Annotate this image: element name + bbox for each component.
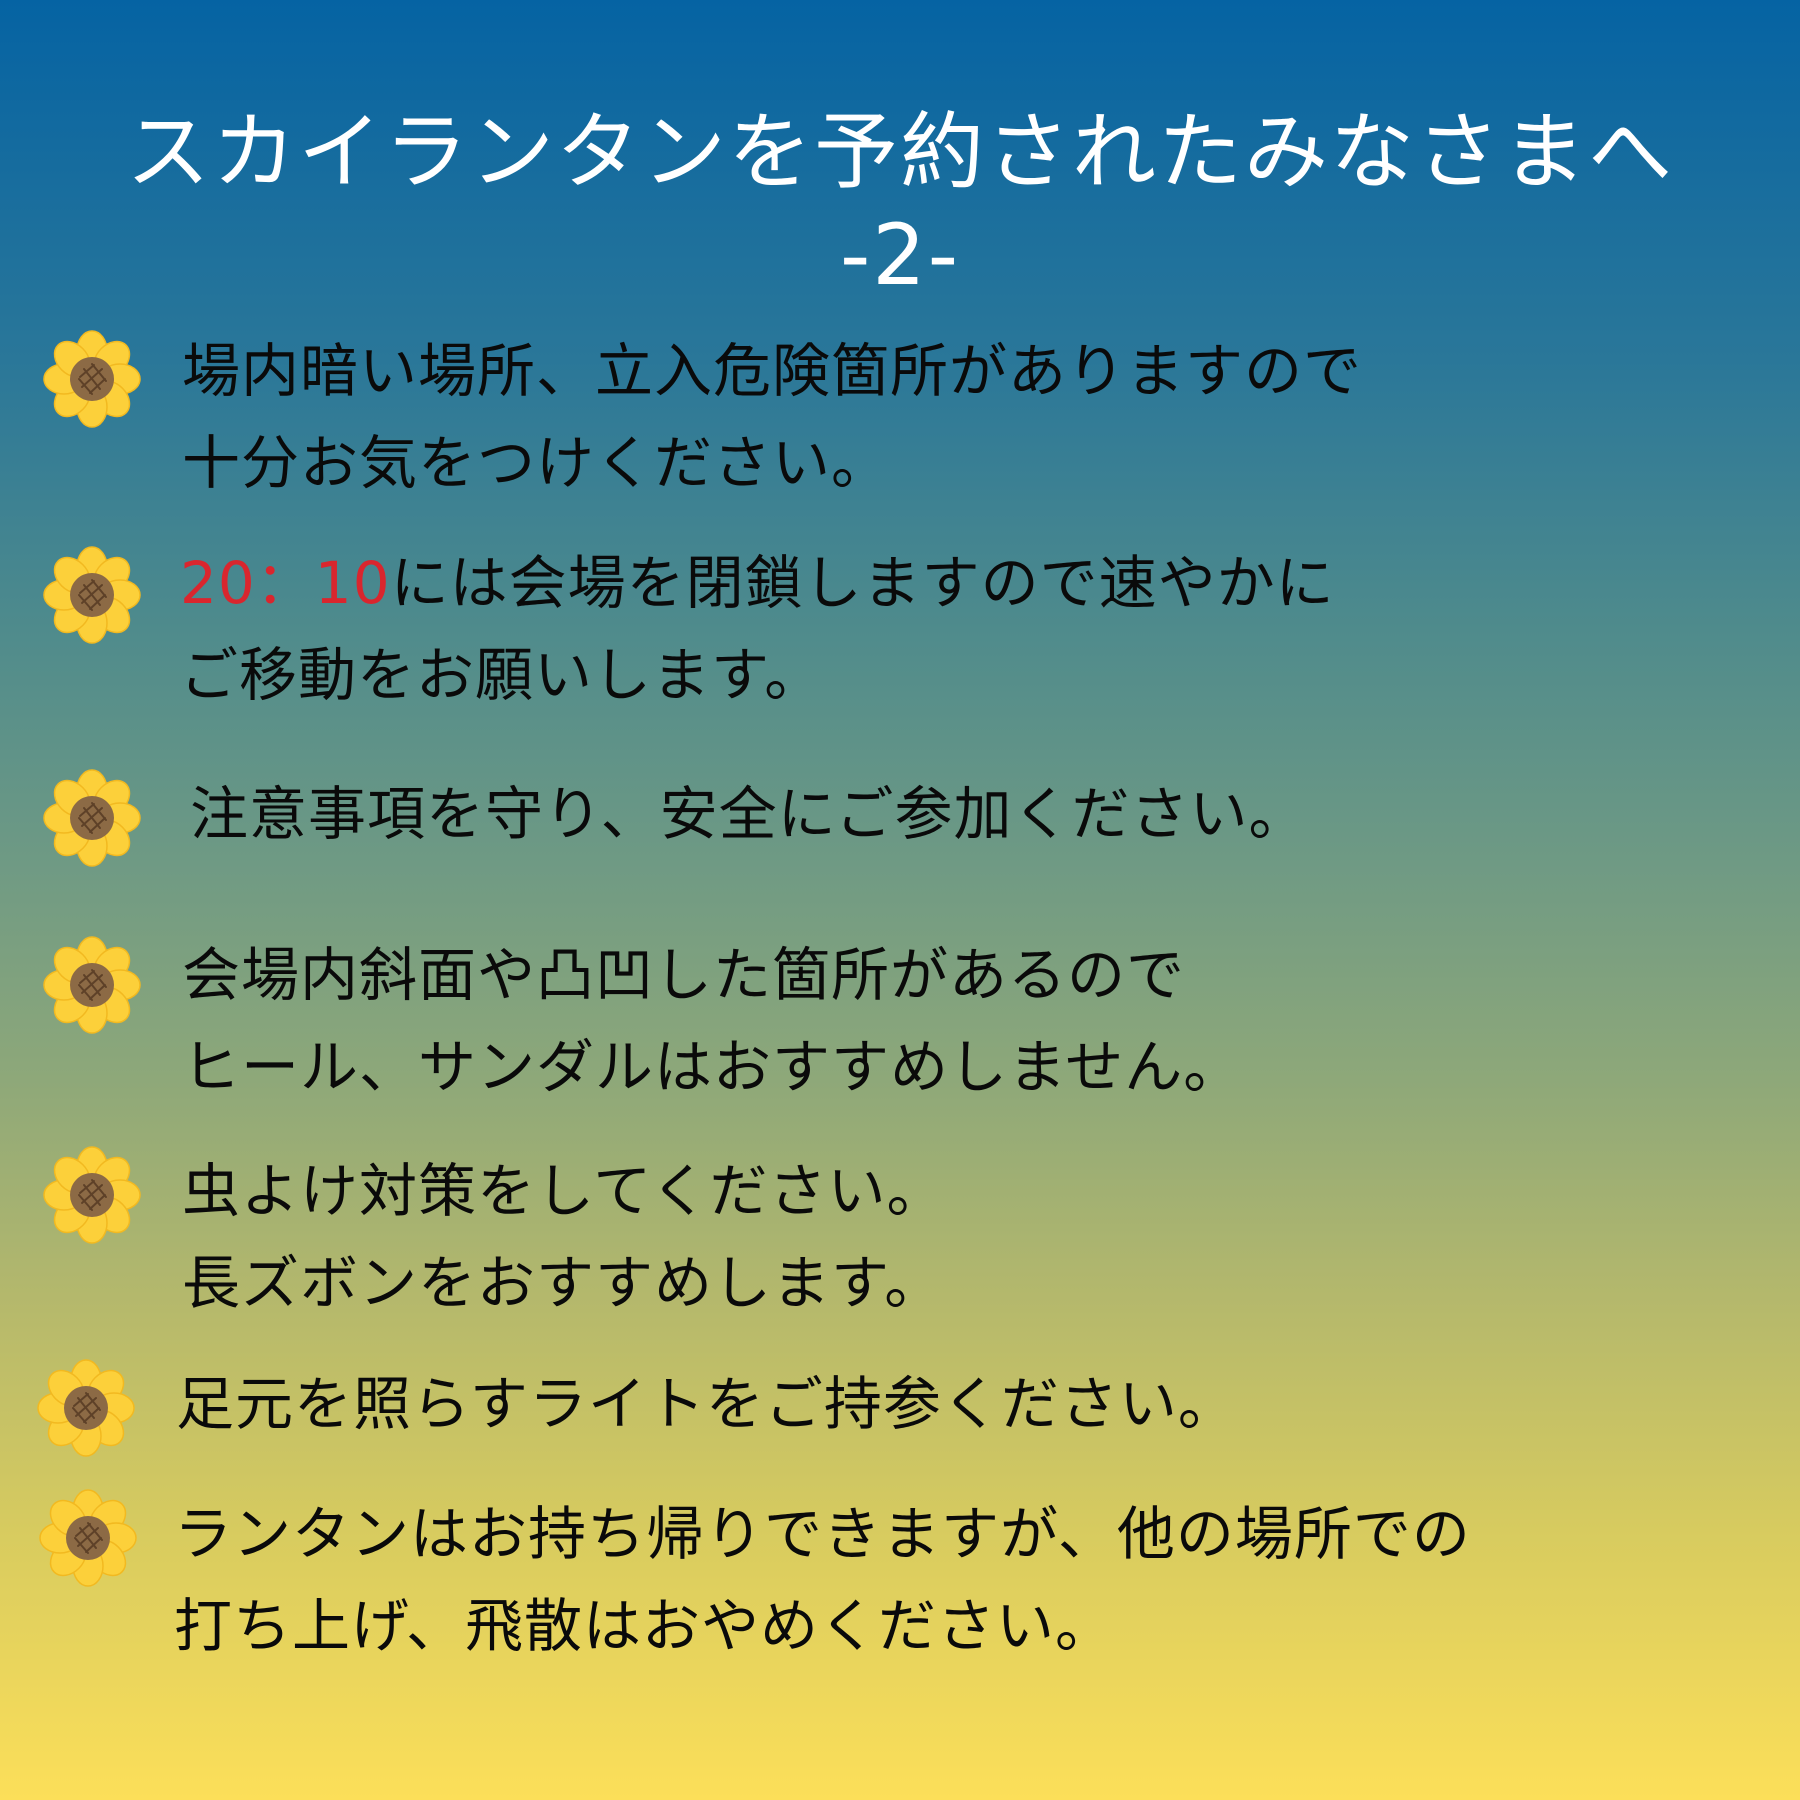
notice-text: 20：10には会場を閉鎖しますので速やかに ご移動をお願いします。 (180, 549, 1335, 709)
sunflower-icon (39, 1489, 137, 1587)
sunflower-icon (43, 936, 141, 1034)
sunflower-icon (43, 330, 141, 428)
notice-text: 注意事項を守り、安全にご参加ください。 (190, 780, 1308, 848)
sunflower-icon (43, 769, 141, 867)
notice-text: ランタンはお持ち帰りできますが、他の場所での 打ち上げ、飛散はおやめください。 (174, 1500, 1471, 1660)
title-main: スカイランタンを予約されたみなさまへ (125, 103, 1674, 201)
sunflower-icon (37, 1359, 135, 1457)
title-subtitle: -2- (839, 206, 961, 304)
notice-text: 会場内斜面や凸凹した箇所があるので ヒール、サンダルはおすすめしません。 (182, 941, 1243, 1101)
closing-time: 20：10 (180, 549, 391, 617)
sunflower-icon (43, 1146, 141, 1244)
sunflower-icon (43, 546, 141, 644)
page-title: スカイランタンを予約されたみなさまへ -2- (0, 100, 1800, 306)
notice-text: 場内暗い場所、立入危険箇所がありますので 十分お気をつけください。 (182, 337, 1363, 497)
notice-text: 虫よけ対策をしてください。 長ズボンをおすすめします。 (182, 1157, 946, 1317)
notice-text: 足元を照らすライトをご持参ください。 (176, 1370, 1237, 1438)
